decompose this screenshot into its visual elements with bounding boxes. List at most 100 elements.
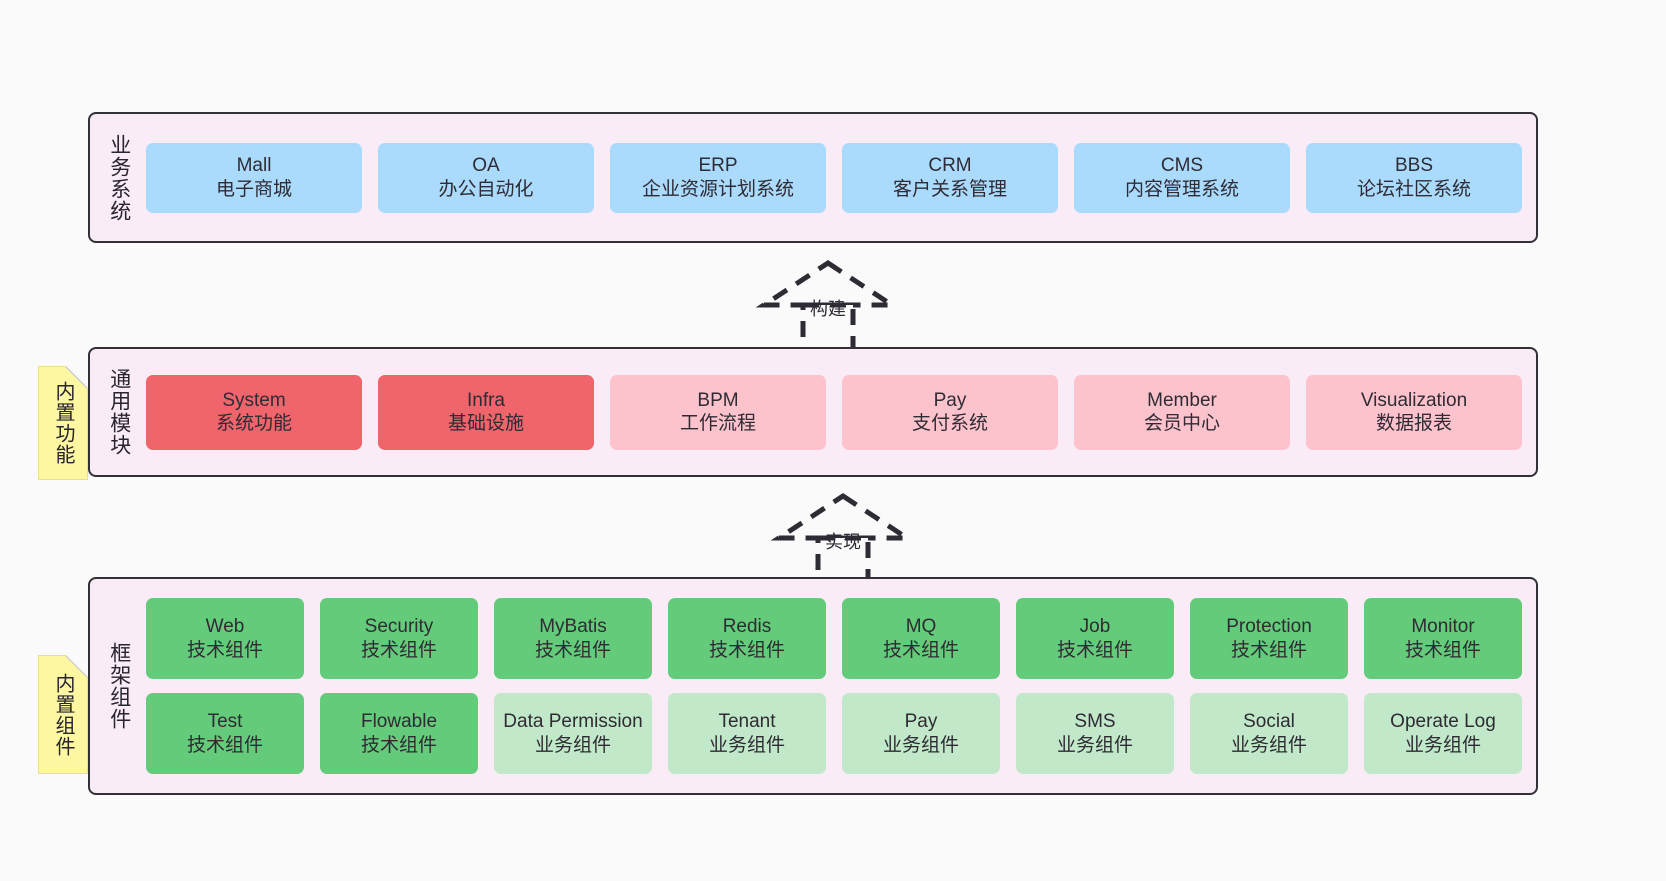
node-title: Pay [933, 389, 967, 411]
node-title: Tenant [718, 711, 776, 733]
layer-framework-component: 框架组件 Web 技术组件 Security 技术组件 MyBatis 技术组件… [88, 577, 1538, 795]
note-fold-icon [65, 367, 87, 389]
layer-title-business: 业务系统 [107, 133, 131, 222]
node-web[interactable]: Web 技术组件 [146, 598, 304, 679]
node-pay-component[interactable]: Pay 业务组件 [842, 693, 1000, 774]
layer-body-framework: Web 技术组件 Security 技术组件 MyBatis 技术组件 Redi… [142, 579, 1536, 793]
node-security[interactable]: Security 技术组件 [320, 598, 478, 679]
node-title: Monitor [1411, 616, 1475, 638]
node-title: Visualization [1360, 389, 1468, 411]
node-title: MyBatis [539, 616, 607, 638]
node-cms[interactable]: CMS 内容管理系统 [1074, 142, 1290, 213]
node-subtitle: 业务组件 [1056, 734, 1133, 756]
relation-build: 构建 [748, 257, 908, 357]
note-fold-icon [65, 656, 87, 678]
node-title: Mall [236, 155, 272, 177]
node-sms[interactable]: SMS 业务组件 [1016, 693, 1174, 774]
node-title: ERP [698, 155, 738, 177]
node-title: BBS [1394, 155, 1434, 177]
node-subtitle: 技术组件 [1404, 639, 1481, 661]
node-system[interactable]: System 系统功能 [146, 374, 362, 450]
node-oa[interactable]: OA 办公自动化 [378, 142, 594, 213]
node-subtitle: 企业资源计划系统 [641, 178, 794, 200]
node-subtitle: 技术组件 [186, 734, 263, 756]
node-subtitle: 系统功能 [215, 413, 292, 434]
relation-label-build: 构建 [810, 299, 846, 319]
node-redis[interactable]: Redis 技术组件 [668, 598, 826, 679]
relation-implement: 实现 [763, 490, 923, 590]
node-subtitle: 支付系统 [911, 413, 988, 434]
node-subtitle: 电子商城 [215, 178, 292, 200]
node-title: Operate Log [1390, 711, 1496, 733]
row: Web 技术组件 Security 技术组件 MyBatis 技术组件 Redi… [146, 598, 1522, 679]
node-test[interactable]: Test 技术组件 [146, 693, 304, 774]
layer-body-business: Mall 电子商城 OA 办公自动化 ERP 企业资源计划系统 CRM 客户关系… [142, 114, 1536, 241]
node-mq[interactable]: MQ 技术组件 [842, 598, 1000, 679]
node-protection[interactable]: Protection 技术组件 [1190, 598, 1348, 679]
row: Test 技术组件 Flowable 技术组件 Data Permission … [146, 693, 1522, 774]
node-subtitle: 技术组件 [708, 639, 785, 661]
node-title: Test [207, 711, 243, 733]
node-subtitle: 技术组件 [360, 639, 437, 661]
node-social[interactable]: Social 业务组件 [1190, 693, 1348, 774]
note-builtin-component: 内置组件 [38, 655, 88, 774]
node-infra[interactable]: Infra 基础设施 [378, 374, 594, 450]
relation-label-implement: 实现 [825, 532, 861, 552]
node-subtitle: 基础设施 [447, 413, 524, 434]
layer-business-system: 业务系统 Mall 电子商城 OA 办公自动化 ERP 企业资源计划系统 CRM… [88, 112, 1538, 243]
node-title: CRM [928, 155, 972, 177]
node-subtitle: 内容管理系统 [1124, 178, 1239, 200]
node-visualization[interactable]: Visualization 数据报表 [1306, 374, 1522, 450]
node-title: CMS [1160, 155, 1204, 177]
node-subtitle: 业务组件 [1404, 734, 1481, 756]
node-title: Job [1079, 616, 1111, 638]
node-data-permission[interactable]: Data Permission 业务组件 [494, 693, 652, 774]
node-title: Infra [466, 389, 506, 411]
layer-body-common: System 系统功能 Infra 基础设施 BPM 工作流程 Pay 支付系统… [142, 349, 1536, 475]
node-subtitle: 会员中心 [1143, 413, 1220, 434]
node-operate-log[interactable]: Operate Log 业务组件 [1364, 693, 1522, 774]
node-subtitle: 业务组件 [708, 734, 785, 756]
node-subtitle: 技术组件 [1056, 639, 1133, 661]
node-title: Data Permission [503, 711, 643, 733]
node-pay[interactable]: Pay 支付系统 [842, 374, 1058, 450]
node-title: Social [1243, 711, 1295, 733]
node-subtitle: 业务组件 [1230, 734, 1307, 756]
node-subtitle: 论坛社区系统 [1356, 178, 1471, 200]
node-subtitle: 客户关系管理 [892, 178, 1007, 200]
node-title: Flowable [360, 711, 438, 733]
node-tenant[interactable]: Tenant 业务组件 [668, 693, 826, 774]
node-title: Web [205, 616, 245, 638]
node-subtitle: 数据报表 [1375, 413, 1452, 434]
node-title: SMS [1074, 711, 1116, 733]
note-builtin-feature: 内置功能 [38, 366, 88, 480]
node-subtitle: 技术组件 [534, 639, 611, 661]
node-title: System [222, 389, 286, 411]
row: System 系统功能 Infra 基础设施 BPM 工作流程 Pay 支付系统… [146, 374, 1522, 450]
node-monitor[interactable]: Monitor 技术组件 [1364, 598, 1522, 679]
node-mall[interactable]: Mall 电子商城 [146, 142, 362, 213]
node-mybatis[interactable]: MyBatis 技术组件 [494, 598, 652, 679]
row: Mall 电子商城 OA 办公自动化 ERP 企业资源计划系统 CRM 客户关系… [146, 142, 1522, 213]
node-job[interactable]: Job 技术组件 [1016, 598, 1174, 679]
node-title: Member [1147, 389, 1217, 411]
node-subtitle: 办公自动化 [438, 178, 534, 200]
node-crm[interactable]: CRM 客户关系管理 [842, 142, 1058, 213]
node-title: Pay [904, 711, 938, 733]
node-title: Redis [722, 616, 772, 638]
node-title: Protection [1226, 616, 1312, 638]
node-member[interactable]: Member 会员中心 [1074, 374, 1290, 450]
node-flowable[interactable]: Flowable 技术组件 [320, 693, 478, 774]
node-subtitle: 工作流程 [679, 413, 756, 434]
node-title: BPM [697, 389, 739, 411]
node-subtitle: 业务组件 [534, 734, 611, 756]
node-title: MQ [905, 616, 937, 638]
node-bpm[interactable]: BPM 工作流程 [610, 374, 826, 450]
node-bbs[interactable]: BBS 论坛社区系统 [1306, 142, 1522, 213]
node-erp[interactable]: ERP 企业资源计划系统 [610, 142, 826, 213]
layer-common-module: 通用模块 System 系统功能 Infra 基础设施 BPM 工作流程 Pay… [88, 347, 1538, 477]
node-subtitle: 技术组件 [186, 639, 263, 661]
layer-title-common: 通用模块 [107, 368, 131, 456]
node-subtitle: 技术组件 [1230, 639, 1307, 661]
